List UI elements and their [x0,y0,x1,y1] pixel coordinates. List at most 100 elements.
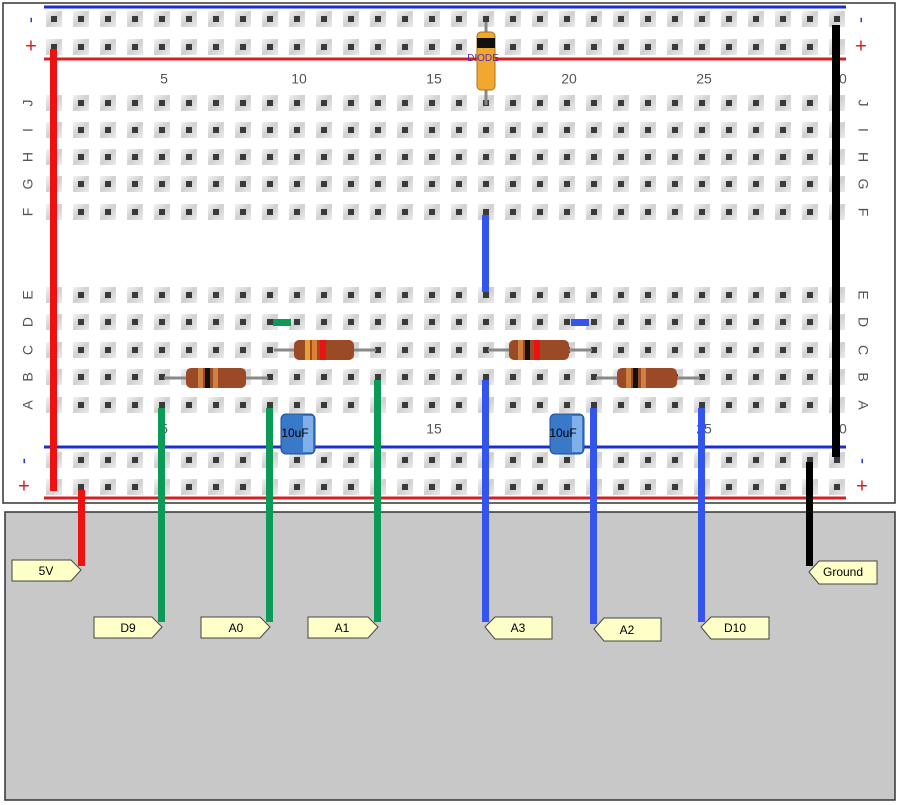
hole [289,95,305,111]
hole [262,204,278,220]
hole [721,397,737,413]
connector-a0[interactable]: A0 [200,616,271,639]
hole [181,95,197,111]
row-letter: F [20,208,36,217]
hole [613,149,629,165]
hole [451,314,467,330]
connector-d9[interactable]: D9 [93,616,163,639]
column-number: 15 [426,421,442,437]
connector-5v[interactable]: 5V [11,559,82,582]
hole [451,95,467,111]
column-number: 15 [426,71,442,87]
hole [316,149,332,165]
hole [397,122,413,138]
hole [181,314,197,330]
rail-hole [748,452,764,468]
hole [694,95,710,111]
rail-hole [127,39,143,55]
hole [100,95,116,111]
hole [289,204,305,220]
connector-a1-label: A1 [335,621,350,635]
rail-hole [613,452,629,468]
hole [478,342,494,358]
hole [802,397,818,413]
rail-hole [775,11,791,27]
hole [397,314,413,330]
rail-hole [73,452,89,468]
hole [289,397,305,413]
rail-hole [451,452,467,468]
hole [127,122,143,138]
hole [640,287,656,303]
hole [100,397,116,413]
hole [262,287,278,303]
rail-hole [505,479,521,495]
hole [667,397,683,413]
rail-hole [667,479,683,495]
column-number: 20 [561,71,577,87]
hole [154,95,170,111]
resistor-3 [488,340,592,360]
rail-hole [235,452,251,468]
hole [802,342,818,358]
hole [451,204,467,220]
hole [397,149,413,165]
hole [640,122,656,138]
rail-plus-label: + [18,475,30,497]
hole [532,314,548,330]
hole [181,342,197,358]
hole [343,95,359,111]
hole [424,314,440,330]
connector-a2[interactable]: A2 [593,617,662,642]
rail-hole [775,39,791,55]
capacitor-1-label: 10uF [281,426,308,440]
hole [451,149,467,165]
hole [640,397,656,413]
rail-hole [73,39,89,55]
connector-ground[interactable]: Ground [808,560,878,585]
hole [694,176,710,192]
hole [100,369,116,385]
rail-plus-label: + [856,475,868,497]
hole [559,122,575,138]
column-number: 25 [696,71,712,87]
rail-hole [397,11,413,27]
hole [127,397,143,413]
connector-a3[interactable]: A3 [484,616,553,640]
hole [586,204,602,220]
hole [559,397,575,413]
hole [613,397,629,413]
hole [559,287,575,303]
hole [154,176,170,192]
hole [154,342,170,358]
hole [181,122,197,138]
hole [343,122,359,138]
rail-hole [748,39,764,55]
hole [694,122,710,138]
hole [775,314,791,330]
wire-a3 [482,380,489,622]
hole [613,314,629,330]
hole [775,204,791,220]
connector-d10[interactable]: D10 [700,616,770,640]
rail-hole [802,39,818,55]
wire-a2 [590,408,597,624]
hole [586,176,602,192]
row-letter: A [855,400,871,410]
connector-a1[interactable]: A1 [307,616,379,639]
hole [316,397,332,413]
hole [397,204,413,220]
hole [235,314,251,330]
hole [532,122,548,138]
capacitor-2-label: 10uF [549,426,576,440]
hole [181,204,197,220]
hole [424,176,440,192]
hole [586,122,602,138]
hole [370,95,386,111]
hole [586,287,602,303]
hole [478,314,494,330]
hole [640,95,656,111]
rail-hole [424,479,440,495]
hole [775,149,791,165]
hole [370,176,386,192]
